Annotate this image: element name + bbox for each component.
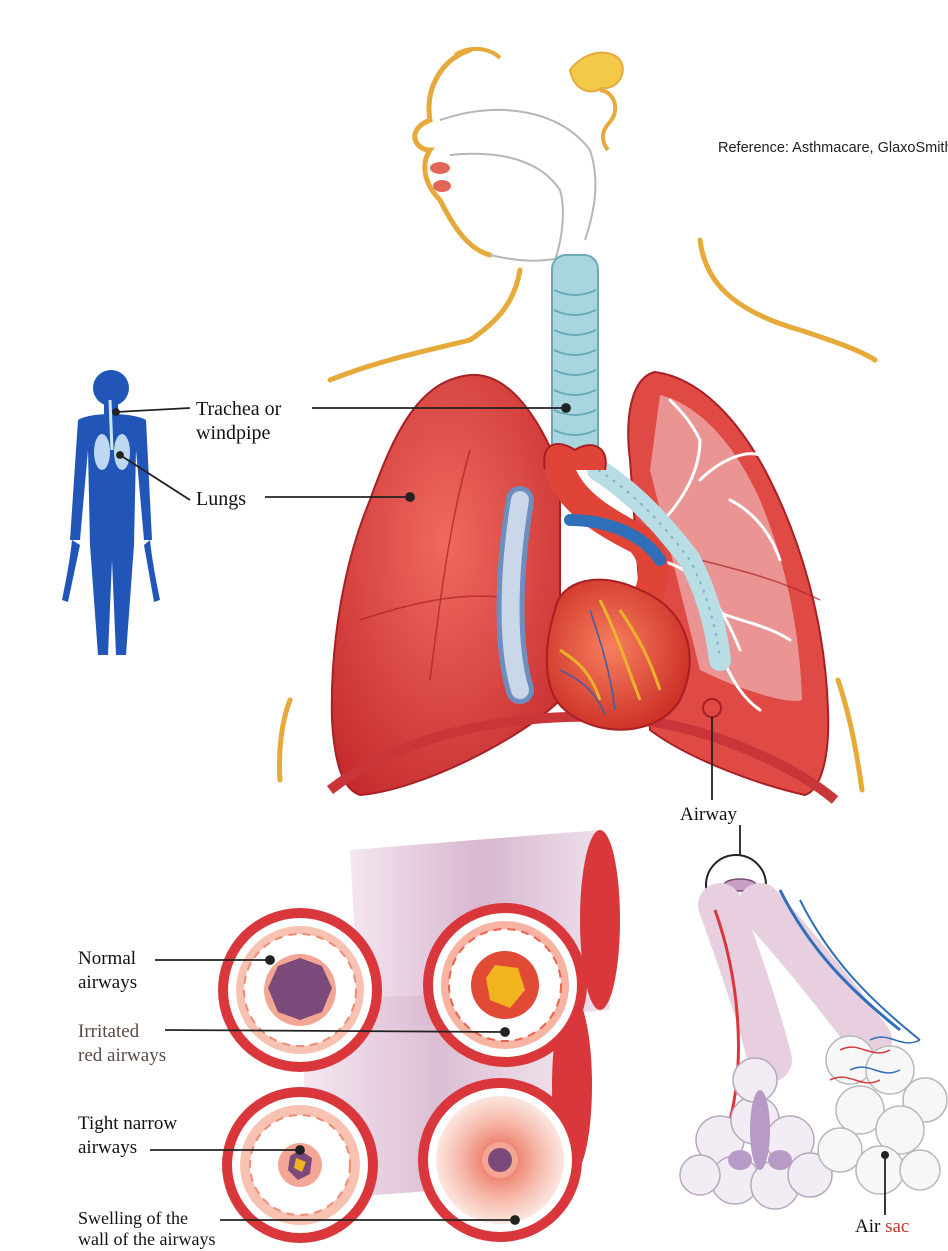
- trachea-illustration: [552, 255, 598, 465]
- label-airway: Airway: [680, 803, 737, 827]
- airway-cross-section-swelling: [418, 1078, 582, 1242]
- airway-cross-section-irritated: [423, 903, 587, 1067]
- label-normal-airways: Normal airways: [78, 947, 137, 995]
- label-air-word: Air: [855, 1216, 880, 1237]
- label-tight-airways: Tight narrow airways: [78, 1112, 177, 1160]
- label-lungs: Lungs: [196, 487, 246, 511]
- label-sac-word: sac: [885, 1216, 909, 1237]
- label-trachea: Trachea or windpipe: [196, 397, 281, 445]
- label-irritated-airways: Irritated red airways: [78, 1020, 166, 1068]
- label-air-sac: Air sac: [855, 1215, 909, 1239]
- label-swelling-airways: Swelling of the wall of the airways: [78, 1208, 215, 1250]
- hair-icon: [455, 49, 623, 92]
- airway-cross-section-normal: [218, 908, 382, 1072]
- reference-note: Reference: Asthmacare, GlaxoSmithK: [718, 140, 948, 156]
- ear-icon: [600, 90, 615, 150]
- alveoli-cluster-icon: [680, 890, 947, 1215]
